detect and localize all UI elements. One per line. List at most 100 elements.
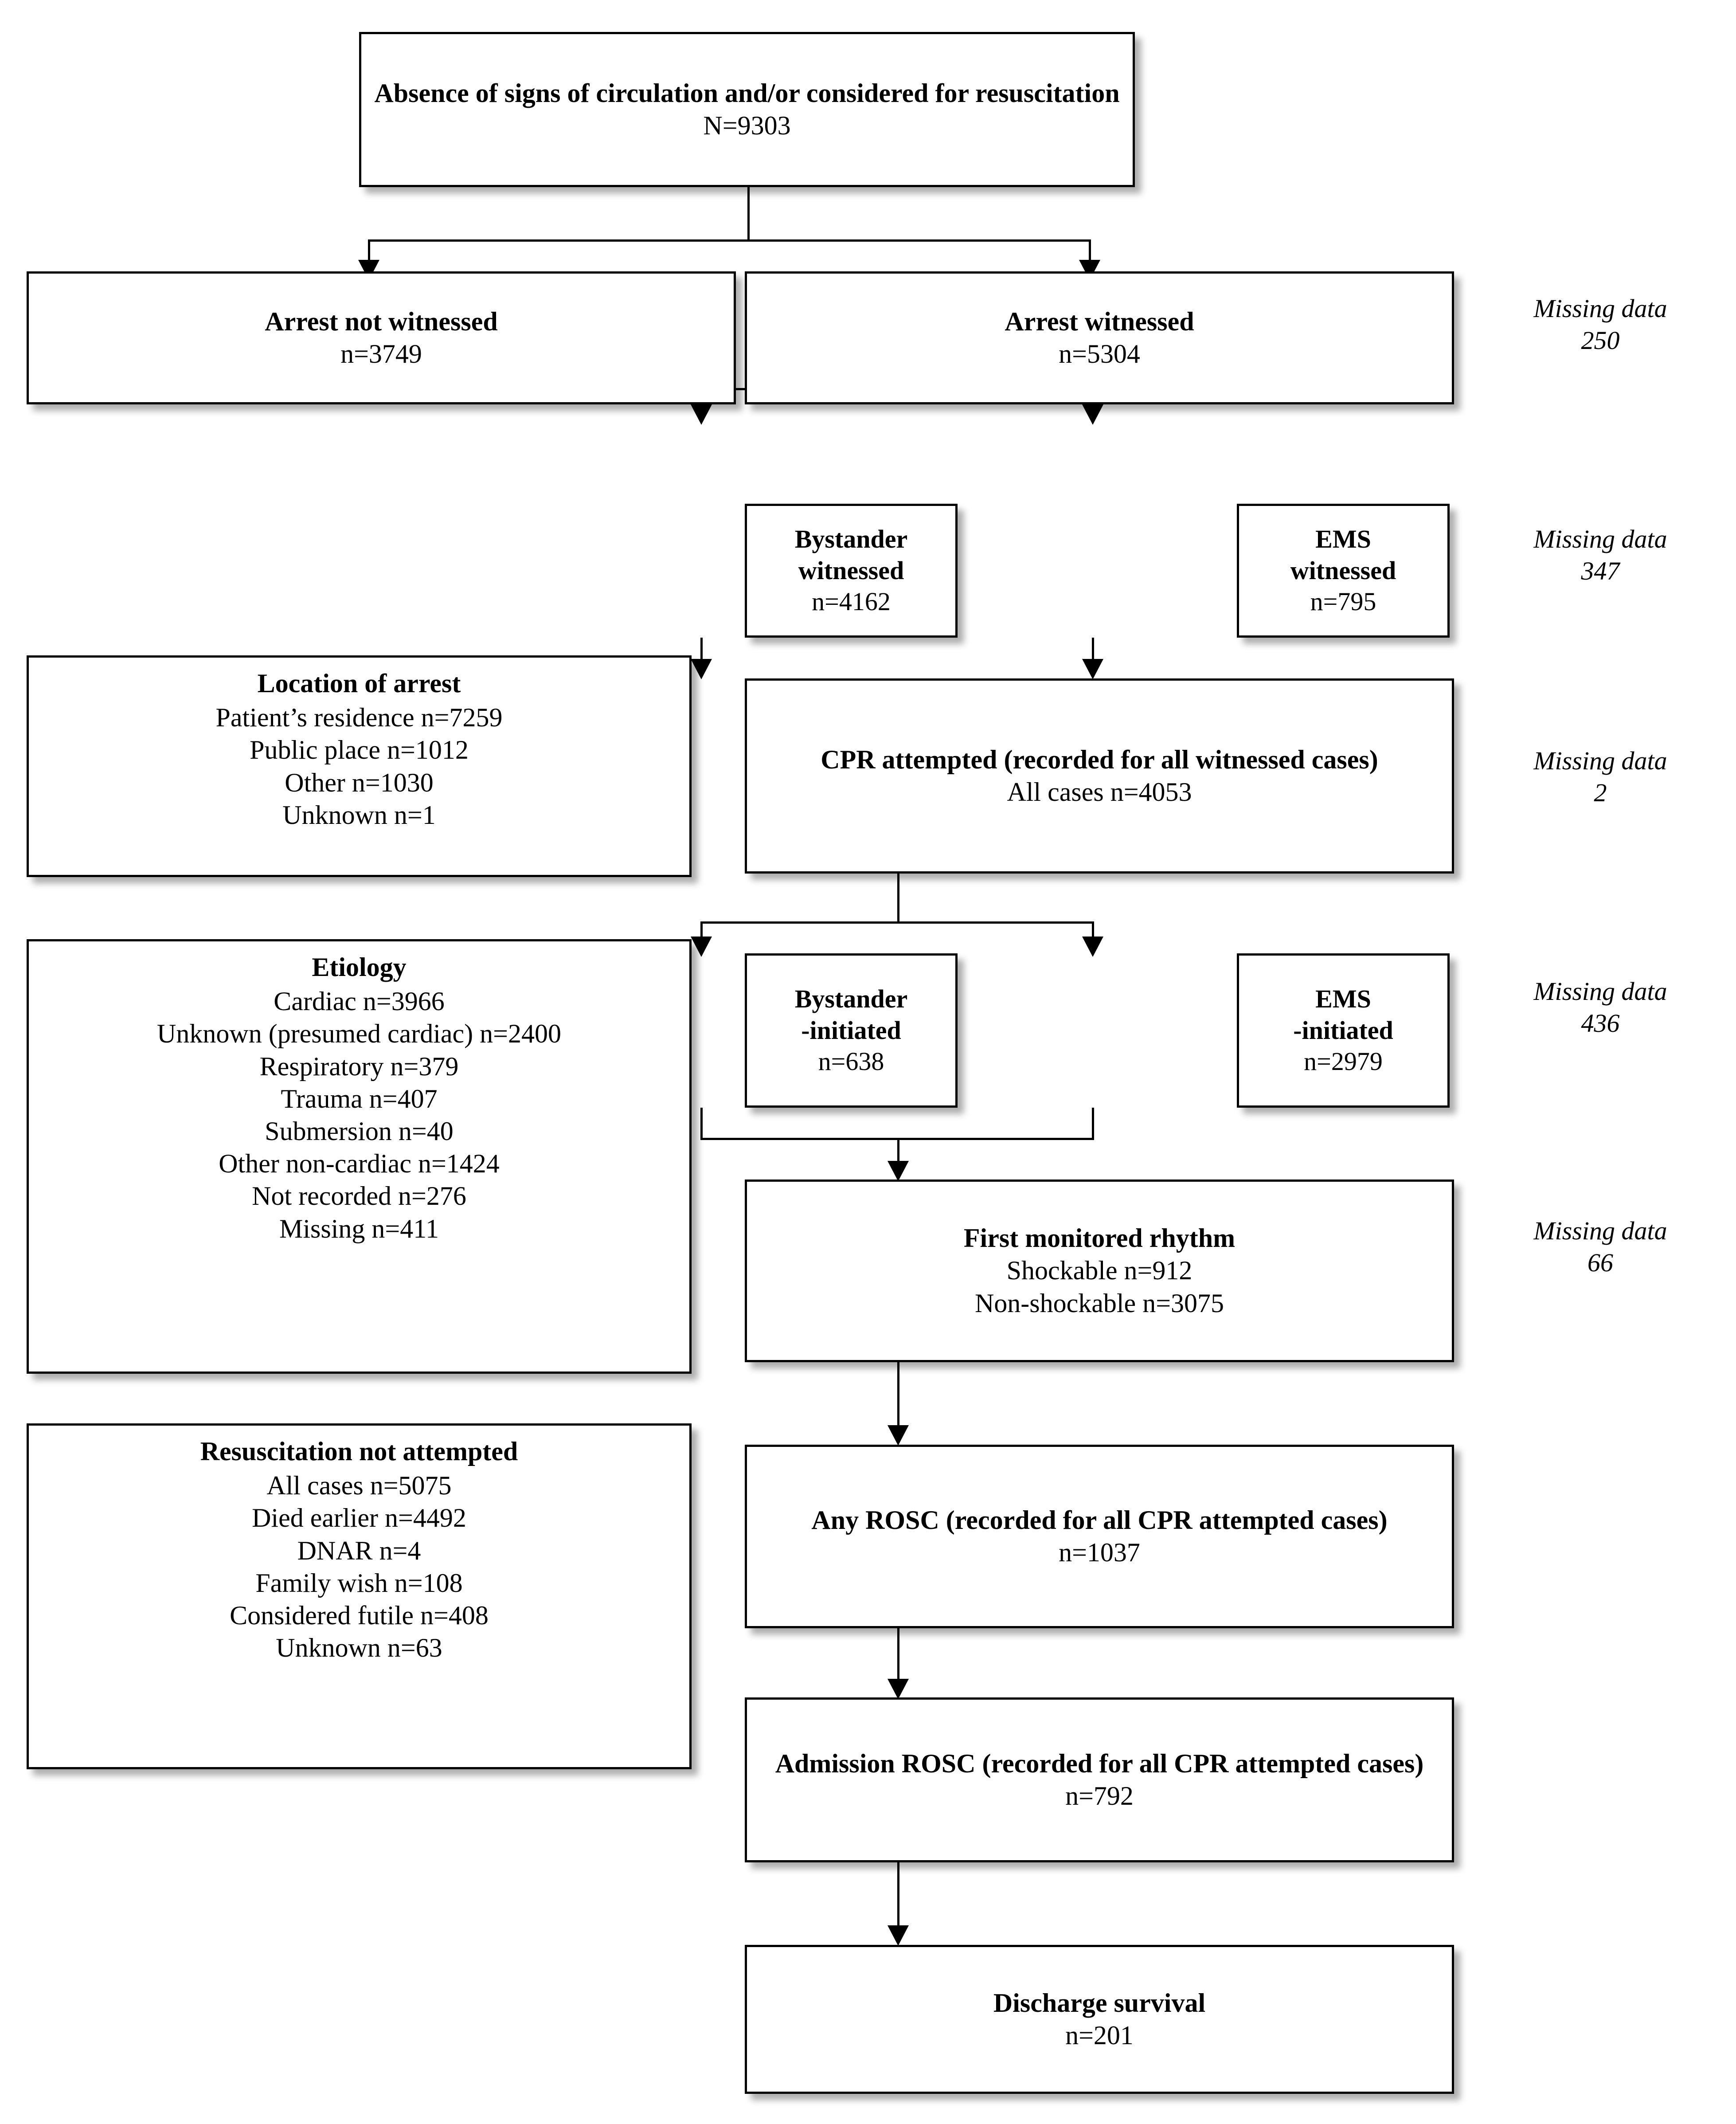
node-ems-witnessed-title-line2: witnessed: [1290, 556, 1396, 585]
connector-bystander-initiated-down: [700, 1108, 703, 1140]
panel-etiology-item-6: Not recorded n=276: [252, 1181, 466, 1211]
node-any-rosc-title: Any ROSC (recorded for all CPR attempted…: [811, 1505, 1388, 1535]
panel-location-of-arrest-item-2: Other n=1030: [285, 768, 434, 797]
panel-location-of-arrest[interactable]: Location of arrest Patient’s residence n…: [27, 655, 692, 877]
connector-root-left-drop: [368, 239, 370, 266]
node-arrest-witnessed-count: n=5304: [1059, 339, 1140, 368]
node-root-count: N=9303: [703, 111, 791, 140]
missing-data-cpr-initiator: Missing data 436: [1481, 976, 1720, 1039]
node-root-title: Absence of signs of circulation and/or c…: [374, 78, 1120, 108]
connector-root-right-drop: [1089, 239, 1091, 266]
connector-ems-witnessed-down: [1092, 638, 1094, 663]
node-ems-initiated-title-line1: EMS: [1315, 984, 1371, 1013]
panel-etiology-item-7: Missing n=411: [279, 1214, 439, 1243]
arrow-to-bystander-initiated: [691, 937, 712, 957]
connector-initiator-split-bar: [700, 921, 1094, 924]
connector-cpr-stem: [897, 874, 899, 923]
connector-bystander-witnessed-down: [700, 638, 703, 663]
node-bystander-initiated-title-line2: -initiated: [801, 1015, 901, 1045]
connector-rhythm-to-rosc: [897, 1362, 899, 1428]
arrow-ems-witnessed-to-cpr: [1082, 659, 1103, 679]
missing-data-value-3: 2: [1594, 778, 1607, 807]
connector-ems-initiated-down: [1092, 1108, 1094, 1140]
node-bystander-initiated-count: n=638: [818, 1047, 884, 1076]
panel-etiology-item-3: Trauma n=407: [281, 1084, 438, 1113]
node-ems-witnessed-count: n=795: [1310, 587, 1376, 616]
node-arrest-witnessed-title: Arrest witnessed: [1005, 306, 1194, 336]
missing-data-label-5: Missing data: [1533, 1216, 1667, 1245]
node-bystander-witnessed[interactable]: Bystander witnessed n=4162: [745, 504, 958, 638]
missing-data-value: 250: [1581, 325, 1620, 355]
panel-location-of-arrest-title: Location of arrest: [257, 669, 461, 698]
node-admission-rosc-title: Admission ROSC (recorded for all CPR att…: [775, 1748, 1424, 1778]
node-cpr-attempted[interactable]: CPR attempted (recorded for all witnesse…: [745, 678, 1454, 874]
node-arrest-not-witnessed-title: Arrest not witnessed: [265, 306, 498, 336]
node-ems-initiated-count: n=2979: [1304, 1047, 1383, 1076]
connector-rhythm-stem: [897, 1138, 899, 1164]
node-discharge-survival-count: n=201: [1065, 2021, 1134, 2050]
node-bystander-witnessed-count: n=4162: [812, 587, 891, 616]
panel-location-of-arrest-item-3: Unknown n=1: [282, 800, 436, 830]
node-ems-witnessed-title-line1: EMS: [1315, 524, 1371, 553]
missing-data-first-rhythm: Missing data 66: [1481, 1215, 1720, 1279]
node-admission-rosc[interactable]: Admission ROSC (recorded for all CPR att…: [745, 1697, 1454, 1862]
panel-resuscitation-not-attempted-title: Resuscitation not attempted: [200, 1437, 518, 1466]
node-bystander-witnessed-title-line2: witnessed: [798, 556, 904, 585]
arrow-to-ems-witnessed: [1082, 404, 1103, 425]
connector-root-split-bar: [368, 239, 1091, 242]
panel-etiology[interactable]: Etiology Cardiac n=3966 Unknown (presume…: [27, 939, 692, 1374]
connector-initiator-left-drop: [700, 921, 703, 942]
node-arrest-not-witnessed-count: n=3749: [340, 339, 422, 368]
node-cpr-attempted-title: CPR attempted (recorded for all witnesse…: [821, 745, 1378, 774]
node-bystander-initiated-title-line1: Bystander: [794, 984, 908, 1013]
missing-data-label-3: Missing data: [1533, 746, 1667, 775]
connector-root-stem: [747, 186, 750, 242]
panel-location-of-arrest-item-1: Public place n=1012: [250, 735, 469, 765]
node-ems-witnessed[interactable]: EMS witnessed n=795: [1237, 504, 1450, 638]
node-first-monitored-rhythm-title: First monitored rhythm: [963, 1223, 1236, 1253]
panel-etiology-item-2: Respiratory n=379: [259, 1051, 459, 1081]
node-first-monitored-rhythm-line1: Shockable n=912: [1006, 1256, 1193, 1285]
panel-etiology-item-0: Cardiac n=3966: [274, 987, 445, 1016]
node-first-monitored-rhythm[interactable]: First monitored rhythm Shockable n=912 N…: [745, 1180, 1454, 1362]
arrow-to-first-rhythm: [888, 1161, 909, 1181]
missing-data-label: Missing data: [1533, 294, 1667, 323]
panel-resuscitation-not-attempted-item-0: All cases n=5075: [266, 1471, 452, 1501]
node-discharge-survival[interactable]: Discharge survival n=201: [745, 1945, 1454, 2094]
missing-data-value-2: 347: [1581, 556, 1620, 585]
panel-resuscitation-not-attempted-item-3: Family wish n=108: [255, 1568, 463, 1598]
missing-data-value-5: 66: [1587, 1248, 1613, 1277]
connector-initiator-right-drop: [1092, 921, 1094, 942]
panel-resuscitation-not-attempted[interactable]: Resuscitation not attempted All cases n=…: [27, 1423, 692, 1769]
missing-data-label-4: Missing data: [1533, 977, 1667, 1006]
node-ems-initiated[interactable]: EMS -initiated n=2979: [1237, 953, 1450, 1108]
connector-rosc-to-admission: [897, 1628, 899, 1681]
node-arrest-witnessed[interactable]: Arrest witnessed n=5304: [745, 271, 1454, 404]
panel-etiology-title: Etiology: [312, 952, 407, 982]
arrow-to-discharge-survival: [888, 1925, 909, 1946]
panel-location-of-arrest-item-0: Patient’s residence n=7259: [215, 703, 503, 733]
node-arrest-not-witnessed[interactable]: Arrest not witnessed n=3749: [27, 271, 736, 404]
node-admission-rosc-count: n=792: [1065, 1781, 1134, 1810]
missing-data-cpr-attempted: Missing data 2: [1481, 745, 1720, 809]
node-ems-initiated-title-line2: -initiated: [1293, 1015, 1393, 1045]
node-root[interactable]: Absence of signs of circulation and/or c…: [359, 32, 1135, 187]
node-any-rosc-count: n=1037: [1059, 1538, 1140, 1567]
missing-data-witness-type: Missing data 347: [1481, 523, 1720, 587]
panel-resuscitation-not-attempted-item-1: Died earlier n=4492: [252, 1503, 466, 1533]
node-cpr-attempted-count: All cases n=4053: [1007, 777, 1192, 807]
arrow-bystander-witnessed-to-cpr: [691, 659, 712, 679]
arrow-to-bystander-witnessed: [691, 404, 712, 425]
arrow-to-ems-initiated: [1082, 937, 1103, 957]
panel-etiology-item-4: Submersion n=40: [265, 1116, 454, 1146]
node-any-rosc[interactable]: Any ROSC (recorded for all CPR attempted…: [745, 1445, 1454, 1628]
panel-resuscitation-not-attempted-item-2: DNAR n=4: [297, 1536, 421, 1565]
panel-resuscitation-not-attempted-item-5: Unknown n=63: [276, 1633, 442, 1663]
missing-data-value-4: 436: [1581, 1008, 1620, 1038]
node-bystander-initiated[interactable]: Bystander -initiated n=638: [745, 953, 958, 1108]
node-first-monitored-rhythm-line2: Non-shockable n=3075: [974, 1288, 1224, 1318]
panel-etiology-item-5: Other non-cardiac n=1424: [219, 1149, 500, 1179]
connector-admission-to-discharge: [897, 1862, 899, 1928]
missing-data-label-2: Missing data: [1533, 525, 1667, 553]
